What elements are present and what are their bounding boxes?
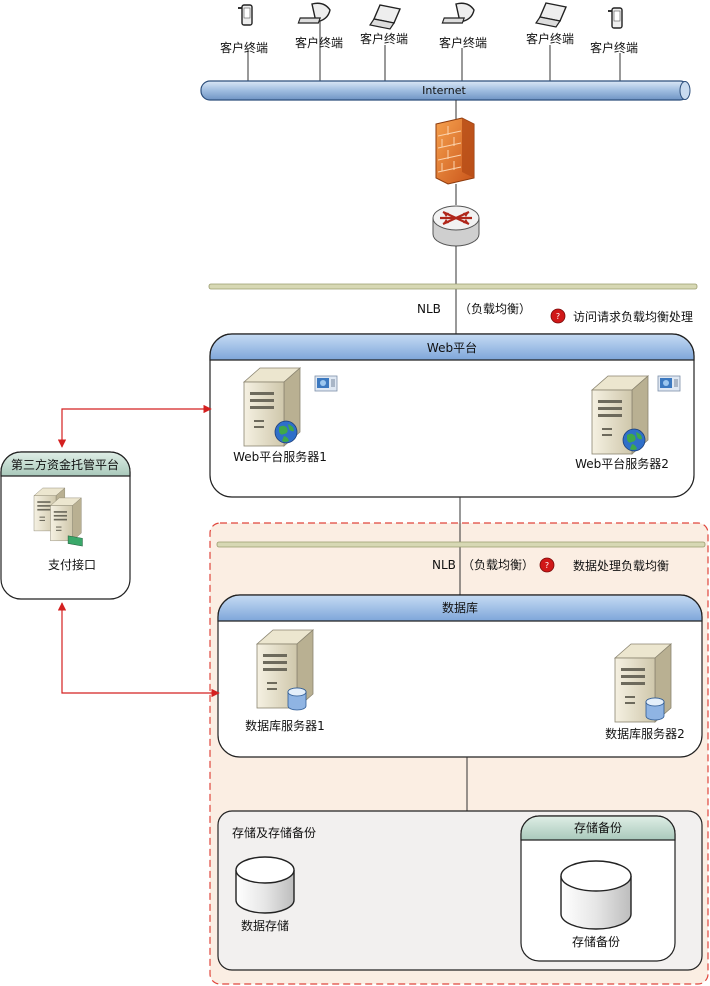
nlb-label-top: NLB [417,302,441,316]
storage-box: 存储及存储备份 数据存储 存储备份 存储备份 [217,810,703,971]
router-icon [432,205,480,247]
internet-label: Internet [422,84,466,97]
client-label-5: 客户终端 [526,31,574,46]
firewall-icon [435,117,475,185]
client-label-3: 客户终端 [360,31,408,46]
monitor-badge-icon [314,375,338,392]
data-zone-divider [216,541,706,548]
backup-storage-icon [560,860,632,930]
svg-text:?: ? [545,561,549,570]
client-label-6: 客户终端 [590,40,638,55]
client-label-1: 客户终端 [220,40,268,55]
desktop-icon [297,2,331,24]
web-server-1-icon [243,367,301,447]
client-terminals: 客户终端 客户终端 客户终端 客户终端 客户终端 客户终端 [220,2,638,82]
network-divider [208,283,698,290]
db-payment-link-arrow [57,602,220,698]
database-box: 数据库 数据库服务器1 数据库服务器2 [217,594,703,758]
web-platform-box: Web平台 Web平台服务器1 Web平台服务器2 [209,333,695,498]
internet-backbone: Internet [200,80,691,101]
data-balance-note: 数据处理负载均衡 [573,558,669,573]
web-platform-title: Web平台 [427,340,477,355]
data-storage-icon [235,856,295,914]
payment-interface-label: 支付接口 [48,557,96,572]
storage-title: 存储及存储备份 [232,825,316,840]
db-server-2-label: 数据库服务器2 [605,726,685,741]
access-balance-note: 访问请求负载均衡处理 [573,310,693,324]
backup-box: 存储备份 存储备份 [520,815,676,962]
backup-box-title: 存储备份 [574,820,622,835]
web-payment-link-arrow [57,404,212,448]
load-balance-label-top: （负载均衡） [459,302,531,316]
load-balance-label-db: （负载均衡） [462,558,534,572]
data-storage-label: 数据存储 [241,918,289,933]
phone-icon [608,7,623,29]
phone-icon [238,4,253,26]
third-party-platform-box: 第三方资金托管平台 支付接口 [0,451,131,600]
db-server-1-icon [256,629,314,711]
laptop-icon [535,2,567,28]
payment-servers-icon [33,487,83,547]
client-label-2: 客户终端 [295,35,343,50]
nlb-label-db: NLB [432,558,456,572]
desktop-icon [441,2,475,24]
svg-text:?: ? [556,312,560,321]
db-server-2-icon [614,643,672,723]
db-server-1-label: 数据库服务器1 [245,718,325,733]
backup-storage-label: 存储备份 [572,934,620,949]
web-server-2-icon [591,375,649,455]
web-server-1-label: Web平台服务器1 [233,449,327,464]
database-title: 数据库 [442,600,478,615]
web-server-2-label: Web平台服务器2 [575,456,669,471]
alert-icon: ? [539,557,555,573]
monitor-badge-icon [657,375,681,392]
third-party-title: 第三方资金托管平台 [11,457,119,472]
alert-icon: ? [550,308,566,324]
client-label-4: 客户终端 [439,35,487,50]
laptop-icon [369,4,401,30]
